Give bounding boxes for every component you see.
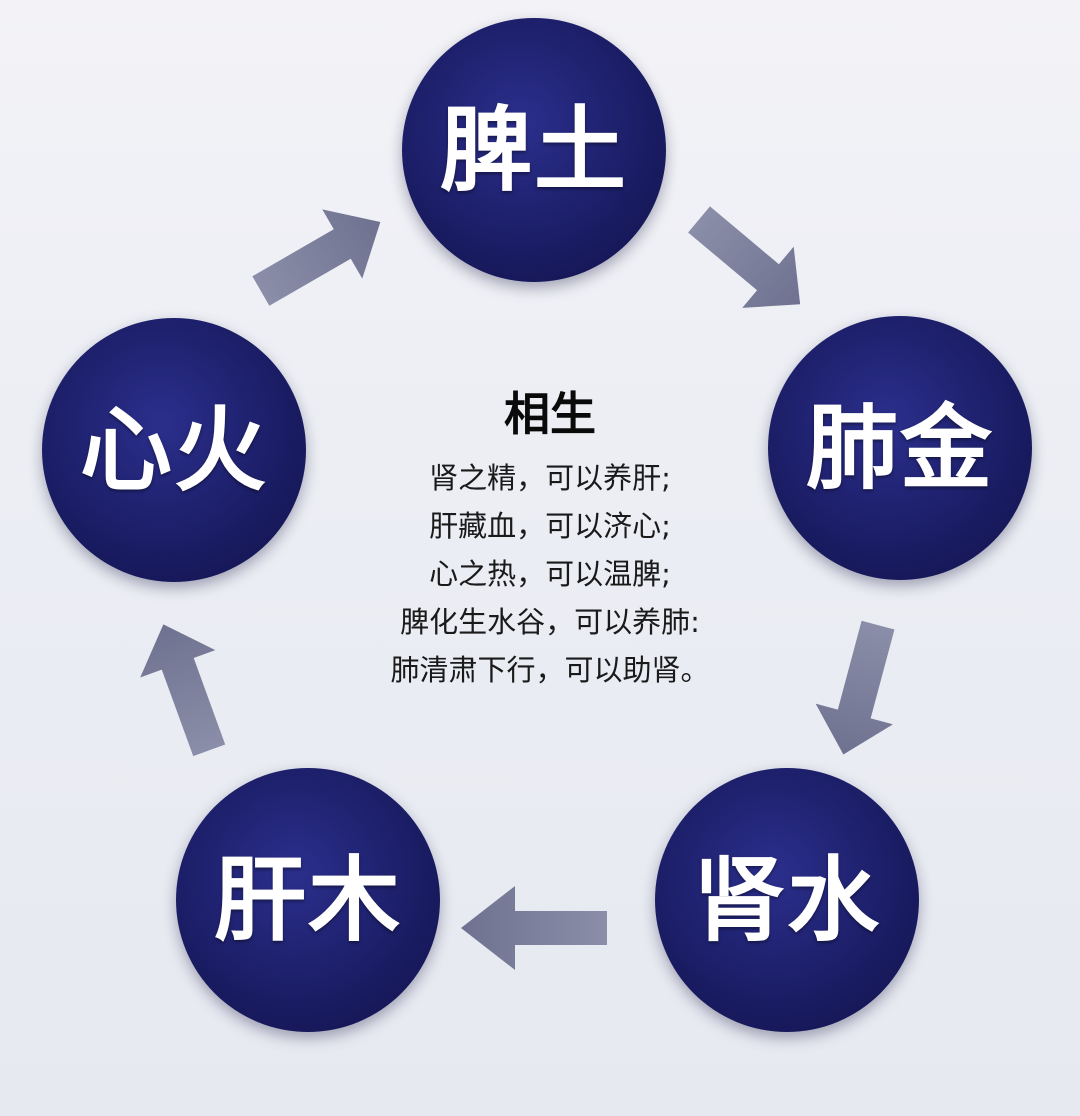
- center-line: 肺清肃下行，可以助肾。: [390, 653, 710, 687]
- node-label: 脾土: [439, 96, 628, 204]
- node-lung-metal: 肺金: [768, 316, 1032, 580]
- node-label: 肾水: [692, 846, 881, 954]
- arrow-heart-to-spleen: [252, 209, 381, 306]
- center-line: 脾化生水谷，可以养肺:: [400, 605, 700, 639]
- center-line: 肝藏血，可以济心;: [429, 509, 671, 543]
- node-label: 肺金: [805, 394, 994, 502]
- arrow-kidney-to-liver: [461, 886, 607, 970]
- node-label: 肝木: [213, 846, 402, 954]
- node-spleen-earth: 脾土: [402, 18, 666, 282]
- center-title: 相生: [504, 387, 596, 441]
- node-heart-fire: 心火: [42, 318, 306, 582]
- center-line: 肾之精，可以养肝;: [429, 461, 671, 495]
- center-line: 心之热，可以温脾;: [429, 557, 671, 591]
- arrow-lung-to-kidney: [815, 620, 895, 755]
- node-kidney-water: 肾水: [655, 768, 919, 1032]
- arrow-liver-to-heart: [140, 624, 226, 757]
- arrow-spleen-to-lung: [688, 206, 801, 308]
- center-text-block: 相生 肾之精，可以养肝; 肝藏血，可以济心; 心之热，可以温脾; 脾化生水谷，可…: [300, 378, 800, 694]
- node-label: 心火: [79, 396, 268, 504]
- node-liver-wood: 肝木: [176, 768, 440, 1032]
